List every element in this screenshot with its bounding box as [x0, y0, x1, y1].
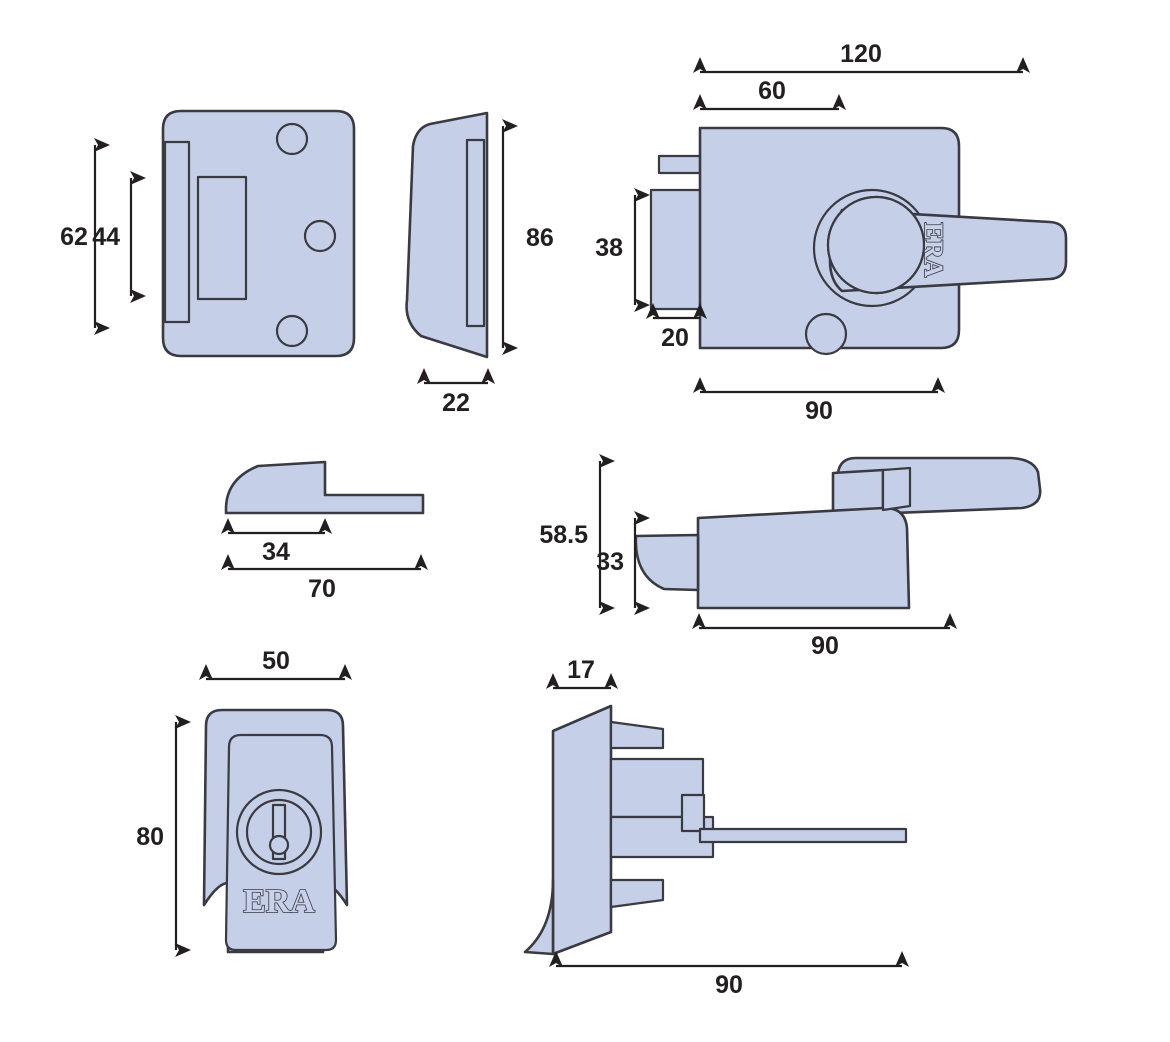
brand-mark-era-faceplate: ERA [243, 883, 315, 920]
view-cylinder-side: 17 90 [523, 656, 909, 999]
dim-label-staple-side-86: 86 [526, 224, 554, 252]
view-staple-profile: 34 70 [221, 460, 428, 603]
dim-label-body-120: 120 [840, 40, 882, 68]
view-lock-body-side: 58.5 33 90 [539, 454, 1042, 660]
dim-label-body-60: 60 [758, 77, 786, 105]
dim-label-body-38: 38 [595, 234, 623, 262]
dim-label-cyl-17: 17 [567, 656, 595, 684]
view-staple-side: 86 22 [405, 111, 554, 417]
brand-mark-era-plan: ERA [919, 223, 948, 278]
dim-label-cyl-50: 50 [262, 647, 290, 675]
dim-label-body-side-90: 90 [811, 632, 839, 660]
dim-label-body-585: 58.5 [539, 521, 588, 549]
dim-label-body-33: 33 [596, 548, 624, 576]
dim-label-staple-front-44: 44 [92, 223, 120, 251]
dim-label-body-20: 20 [661, 324, 689, 352]
dim-label-staple-70: 70 [308, 575, 336, 603]
dim-label-cyl-80: 80 [136, 823, 164, 851]
view-lock-body-plan: ERA 120 60 38 20 90 [595, 40, 1068, 425]
dim-label-body-90: 90 [805, 397, 833, 425]
dim-label-staple-front-62: 62 [60, 223, 88, 251]
view-staple-front: 62 44 [60, 109, 356, 358]
dim-label-cyl-side-90: 90 [715, 971, 743, 999]
dim-label-staple-side-22: 22 [442, 389, 470, 417]
view-cylinder-faceplate: ERA 50 80 [136, 647, 352, 957]
dim-label-staple-34: 34 [262, 538, 290, 566]
